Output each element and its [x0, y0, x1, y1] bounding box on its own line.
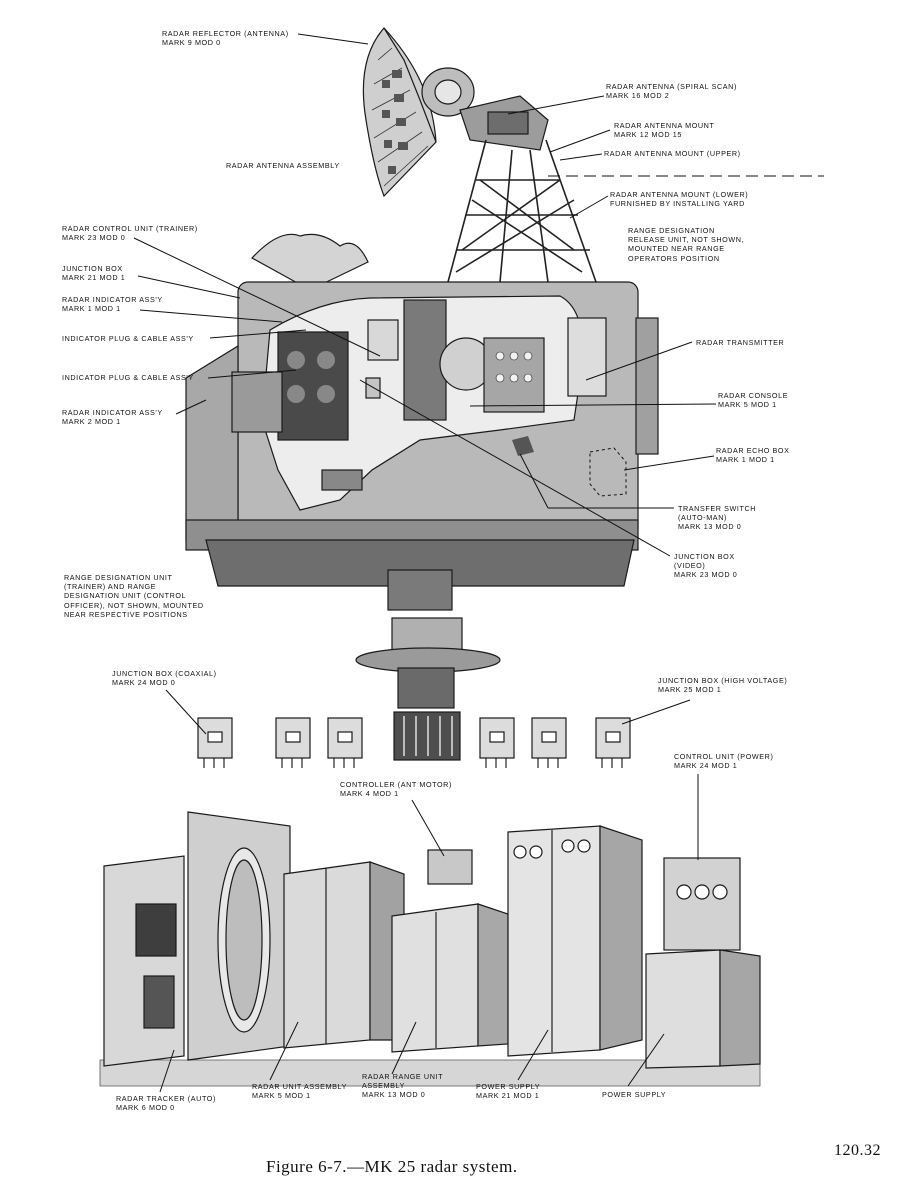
label-junction-box-coaxial: JUNCTION BOX (COAXIAL)MARK 24 MOD 0 — [112, 669, 217, 688]
label-radar-tracker: RADAR TRACKER (AUTO)MARK 6 MOD 0 — [116, 1094, 216, 1113]
antenna-mount-tower — [447, 139, 597, 283]
label-power-supply: POWER SUPPLY — [602, 1090, 667, 1099]
label-junction-box-high-voltage: JUNCTION BOX (HIGH VOLTAGE)MARK 25 MOD 1 — [658, 676, 788, 695]
label-indicator-plug-cable-1: INDICATOR PLUG & CABLE ASS'Y — [62, 334, 194, 343]
figure-number: 120.32 — [834, 1142, 881, 1159]
leader-lines — [133, 33, 717, 1093]
below-deck-equipment — [99, 811, 761, 1087]
label-control-unit-trainer: RADAR CONTROL UNIT (TRAINER)MARK 23 MOD … — [62, 224, 198, 243]
label-range-designation-units: RANGE DESIGNATION UNIT(TRAINER) AND RANG… — [64, 573, 204, 619]
figure-caption: Figure 6-7.—MK 25 radar system. — [266, 1157, 518, 1176]
label-antenna-assembly: RADAR ANTENNA ASSEMBLY — [226, 161, 340, 170]
label-antenna-mount-lower: RADAR ANTENNA MOUNT (LOWER)FURNISHED BY … — [610, 190, 749, 209]
radar-main-housing — [185, 233, 659, 587]
label-transfer-switch: TRANSFER SWITCH(AUTO-MAN)MARK 13 MOD 0 — [678, 504, 757, 532]
label-radar-transmitter: RADAR TRANSMITTER — [696, 338, 785, 347]
antenna-spiral-scan-unit — [421, 67, 549, 151]
label-radar-reflector: RADAR REFLECTOR (ANTENNA)MARK 9 MOD 0 — [162, 29, 289, 48]
label-controller-ant-motor: CONTROLLER (ANT MOTOR)MARK 4 MOD 1 — [340, 780, 452, 799]
label-antenna-mount-upper: RADAR ANTENNA MOUNT (UPPER) — [604, 149, 741, 158]
junction-boxes-row — [197, 717, 631, 768]
radar-pedestal — [355, 569, 501, 761]
label-indicator-plug-cable-2: INDICATOR PLUG & CABLE ASS'Y — [62, 373, 194, 382]
label-control-unit-power: CONTROL UNIT (POWER)MARK 24 MOD 1 — [674, 752, 774, 771]
label-spiral-scan-antenna: RADAR ANTENNA (SPIRAL SCAN)MARK 16 MOD 2 — [606, 82, 737, 101]
antenna-reflector — [362, 27, 437, 198]
label-junction-box-video: JUNCTION BOX(VIDEO)MARK 23 MOD 0 — [674, 552, 738, 580]
